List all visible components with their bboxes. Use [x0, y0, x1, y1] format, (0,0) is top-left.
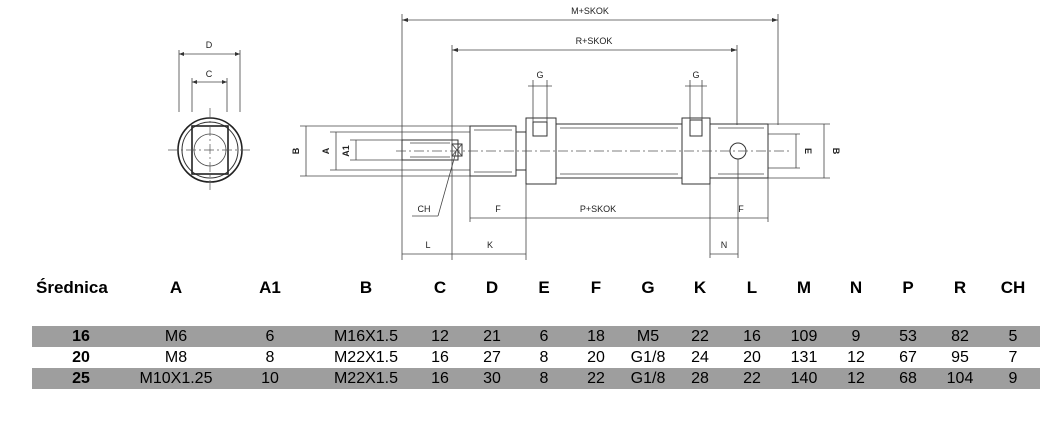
dim-n-label: N — [721, 240, 728, 250]
table-row: 20 M8 8 M22X1.5 16 27 8 20 G1/8 24 20 13… — [32, 347, 1040, 368]
cylinder-side-view — [396, 117, 790, 185]
dim-c-label: C — [206, 69, 213, 79]
header-srednica: Średnica — [36, 278, 108, 297]
dim-k-label: K — [487, 240, 493, 250]
header-m: M — [796, 278, 812, 297]
cell-g: G1/8 — [630, 348, 666, 366]
dim-g-rear-label: G — [692, 70, 699, 80]
cell-l: 22 — [726, 368, 778, 389]
header-k: K — [693, 278, 707, 297]
cell-k: 24 — [691, 348, 709, 366]
dim-a1-label: A1 — [341, 145, 351, 157]
dim-f-rear-label: F — [738, 204, 744, 214]
overall-dimensions: M+SKOK R+SKOK — [401, 6, 779, 260]
header-d: D — [485, 278, 499, 297]
technical-drawing: D C M+SKOK R+SKOK — [168, 6, 841, 260]
header-c: C — [433, 278, 447, 297]
dim-a-label: A — [321, 147, 331, 154]
port-dimensions: G G — [528, 70, 707, 122]
dim-ch-label: CH — [418, 204, 431, 214]
dimensions-table: Średnica A A1 B C D E F G K L M N P R CH… — [32, 272, 1040, 389]
header-n: N — [849, 278, 863, 297]
cell-srednica: 25 — [32, 368, 130, 389]
header-a: A — [169, 278, 183, 297]
lower-dimensions: F P+SKOK F L K N — [402, 159, 769, 260]
cell-e: 8 — [518, 368, 570, 389]
cell-m: 140 — [778, 368, 830, 389]
header-a1: A1 — [259, 278, 281, 297]
cell-m: 109 — [778, 326, 830, 347]
header-p: P — [902, 278, 914, 297]
cell-a: M10X1.25 — [130, 368, 222, 389]
header-r: R — [953, 278, 967, 297]
cell-srednica: 20 — [72, 348, 90, 366]
cell-d: 27 — [483, 348, 501, 366]
cell-d: 21 — [466, 326, 518, 347]
cell-r: 104 — [934, 368, 986, 389]
cell-n: 12 — [830, 368, 882, 389]
cell-b: M16X1.5 — [318, 326, 414, 347]
cell-srednica: 16 — [32, 326, 130, 347]
dim-b-left-label: B — [291, 147, 301, 154]
dim-l-label: L — [425, 240, 430, 250]
cell-f: 18 — [570, 326, 622, 347]
header-ch: CH — [1000, 278, 1026, 297]
cell-c: 16 — [431, 348, 449, 366]
cell-f: 20 — [587, 348, 605, 366]
header-f: F — [590, 278, 602, 297]
cell-b: M22X1.5 — [333, 348, 399, 366]
cell-a1: 10 — [222, 368, 318, 389]
dim-d-label: D — [206, 40, 213, 50]
cell-c: 16 — [414, 368, 466, 389]
cell-l: 20 — [743, 348, 761, 366]
dim-p-skok-label: P+SKOK — [580, 204, 616, 214]
vertical-dimensions-left: B A A1 — [291, 125, 470, 177]
table-row: 25 M10X1.25 10 M22X1.5 16 30 8 22 G1/8 2… — [32, 368, 1040, 389]
cell-ch: 5 — [986, 326, 1040, 347]
cell-e: 6 — [518, 326, 570, 347]
dim-b-right-label: B — [831, 148, 841, 155]
cell-a1: 8 — [265, 348, 275, 366]
header-g: G — [641, 278, 655, 297]
cell-r: 82 — [934, 326, 986, 347]
cell-p: 67 — [899, 348, 917, 366]
cell-g: M5 — [622, 326, 674, 347]
dim-e-label: E — [803, 148, 813, 154]
cell-k: 28 — [674, 368, 726, 389]
header-l: L — [746, 278, 758, 297]
cell-l: 16 — [726, 326, 778, 347]
dim-m-skok-label: M+SKOK — [571, 6, 609, 16]
dim-r-skok-label: R+SKOK — [576, 36, 613, 46]
cell-k: 22 — [674, 326, 726, 347]
cell-ch: 7 — [1008, 348, 1018, 366]
end-view: D C — [168, 40, 252, 192]
cell-r: 95 — [951, 348, 969, 366]
table-row: 16 M6 6 M16X1.5 12 21 6 18 M5 22 16 109 … — [32, 326, 1040, 347]
ch-callout: CH — [412, 151, 457, 217]
table-header-row: Średnica A A1 B C D E F G K L M N P R CH — [32, 272, 1040, 304]
cell-a: M6 — [130, 326, 222, 347]
vertical-dimensions-right: B E — [768, 123, 841, 179]
header-e: E — [538, 278, 550, 297]
cell-c: 12 — [414, 326, 466, 347]
cell-a: M8 — [164, 348, 188, 366]
cell-g: G1/8 — [622, 368, 674, 389]
cell-p: 68 — [882, 368, 934, 389]
cell-m: 131 — [790, 348, 818, 366]
cell-f: 22 — [570, 368, 622, 389]
cell-a1: 6 — [222, 326, 318, 347]
cell-ch: 9 — [986, 368, 1040, 389]
cell-b: M22X1.5 — [318, 368, 414, 389]
cell-p: 53 — [882, 326, 934, 347]
cell-d: 30 — [466, 368, 518, 389]
cell-e: 8 — [539, 348, 549, 366]
dim-f-front-label: F — [495, 204, 501, 214]
header-b: B — [359, 278, 373, 297]
dim-g-front-label: G — [536, 70, 543, 80]
cell-n: 12 — [847, 348, 865, 366]
cell-n: 9 — [830, 326, 882, 347]
